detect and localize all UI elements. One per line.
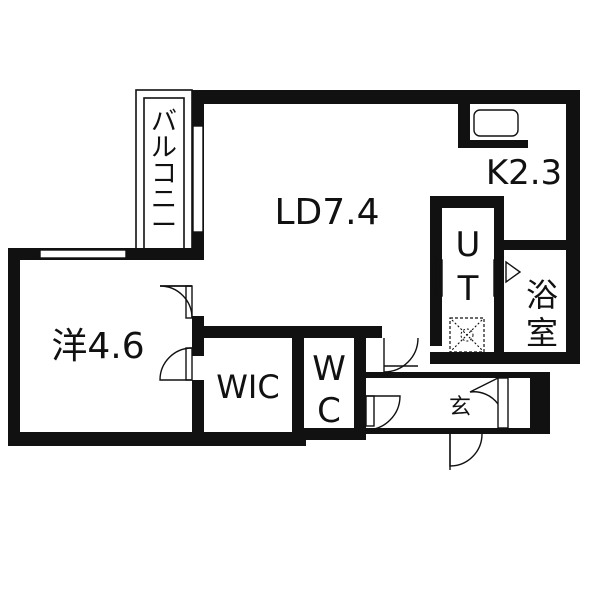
entrance-door-icon <box>449 433 483 467</box>
western-window <box>39 249 127 259</box>
ld-label: LD7.4 <box>274 192 379 233</box>
wc-door-icon <box>365 395 401 431</box>
western-label: 洋4.6 <box>51 326 144 367</box>
balcony-char: バ <box>151 107 177 137</box>
bath-label-bottom: 室 <box>526 314 558 352</box>
balcony-char: ー <box>151 211 177 241</box>
ut-label-t: T <box>457 269 479 309</box>
balcony-label: バルコニー <box>151 107 177 241</box>
wc-label-w: W <box>312 349 346 389</box>
sink-icon <box>473 109 519 137</box>
ld-window <box>192 125 204 233</box>
washer-pan-icon <box>449 317 485 353</box>
walls <box>8 90 580 446</box>
ut-label-u: U <box>456 225 481 265</box>
kitchen-label: K2.3 <box>486 153 562 193</box>
balcony-area: バルコニー <box>135 89 193 251</box>
balcony-char: ニ <box>151 185 177 215</box>
balcony-char: ル <box>151 133 177 163</box>
western-door-upper-icon <box>159 285 193 319</box>
doors <box>159 259 522 470</box>
bath-door-icon <box>505 260 522 284</box>
balcony-char: コ <box>151 159 177 189</box>
windows <box>39 125 204 259</box>
entrance-label: 玄 <box>449 395 471 420</box>
ut-door-icon <box>435 259 443 297</box>
bath-label-top: 浴 <box>526 276 558 314</box>
entrance-inner-door-icon <box>469 377 499 405</box>
wc-label-c: C <box>317 391 341 431</box>
wic-label: WIC <box>216 368 279 406</box>
western-door-lower-icon <box>159 347 193 381</box>
ld-door-icon <box>383 337 419 373</box>
